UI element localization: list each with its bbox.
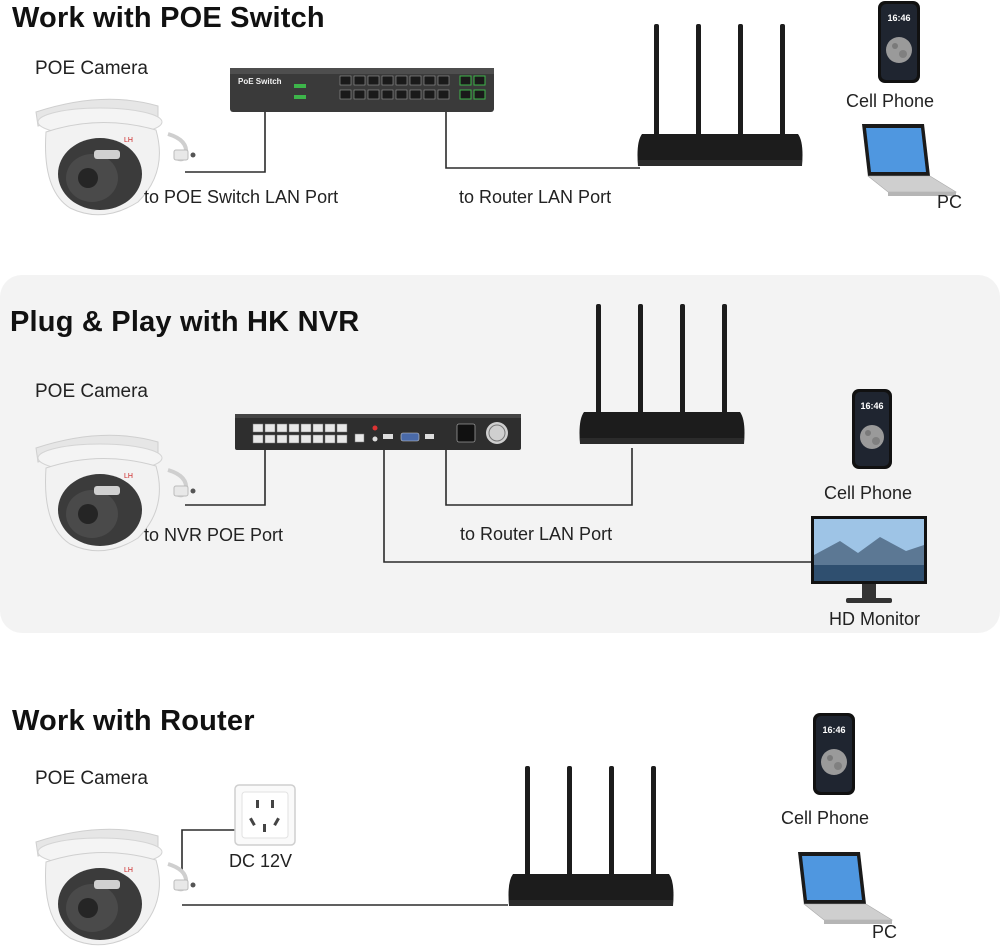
svg-text:LH: LH [124,137,133,144]
router-icon [508,766,674,906]
phone-clock: 16:46 [860,401,883,411]
dome-camera-icon: LH [35,434,196,552]
cable-camera-to-switch [185,112,266,173]
link-label-to-nvr: to NVR POE Port [144,525,284,545]
link-label-to-router: to Router LAN Port [460,524,613,544]
link-label-to-router: to Router LAN Port [459,187,612,207]
cell-phone-label: Cell Phone [781,808,870,828]
cable-nvr-to-monitor [383,448,812,563]
phone-clock: 16:46 [887,13,910,23]
dome-camera-icon: LH [35,828,196,946]
laptop-pc-icon [798,852,894,924]
pc-label: PC [937,192,963,212]
router-icon [637,24,803,166]
switch-brand-text: PoE Switch [238,77,282,86]
cell-phone-label: Cell Phone [846,91,935,111]
hd-monitor-icon [811,516,927,603]
nvr-recorder-icon [235,414,521,450]
laptop-pc-icon [862,124,958,196]
camera-label: POE Camera [35,58,148,79]
cable-camera-to-nvr [185,448,266,506]
camera-label: POE Camera [35,768,148,789]
cell-phone-icon: 16:46 [878,1,920,83]
camera-label: POE Camera [35,381,148,402]
pc-label: PC [872,922,898,942]
dc-power-label: DC 12V [229,851,293,871]
svg-text:LH: LH [124,867,133,874]
cable-camera-to-power [181,829,240,872]
wall-socket-icon [234,784,296,846]
svg-text:LH: LH [124,473,133,480]
cell-phone-label: Cell Phone [824,483,913,503]
router-icon [579,304,745,444]
cell-phone-icon: 16:46 [813,713,855,795]
cable-nvr-to-router [445,448,633,506]
hd-monitor-label: HD Monitor [829,609,921,629]
cell-phone-icon: 16:46 [852,389,892,469]
phone-clock: 16:46 [822,725,845,735]
section-title-router: Work with Router [12,705,255,737]
link-label-to-switch: to POE Switch LAN Port [144,187,339,207]
section-title-nvr: Plug & Play with HK NVR [10,306,360,338]
section-title-poe-switch: Work with POE Switch [12,2,325,34]
cable-switch-to-router [445,112,640,169]
dome-camera-icon: LH [35,98,196,216]
poe-switch-icon: PoE Switch [230,68,494,112]
